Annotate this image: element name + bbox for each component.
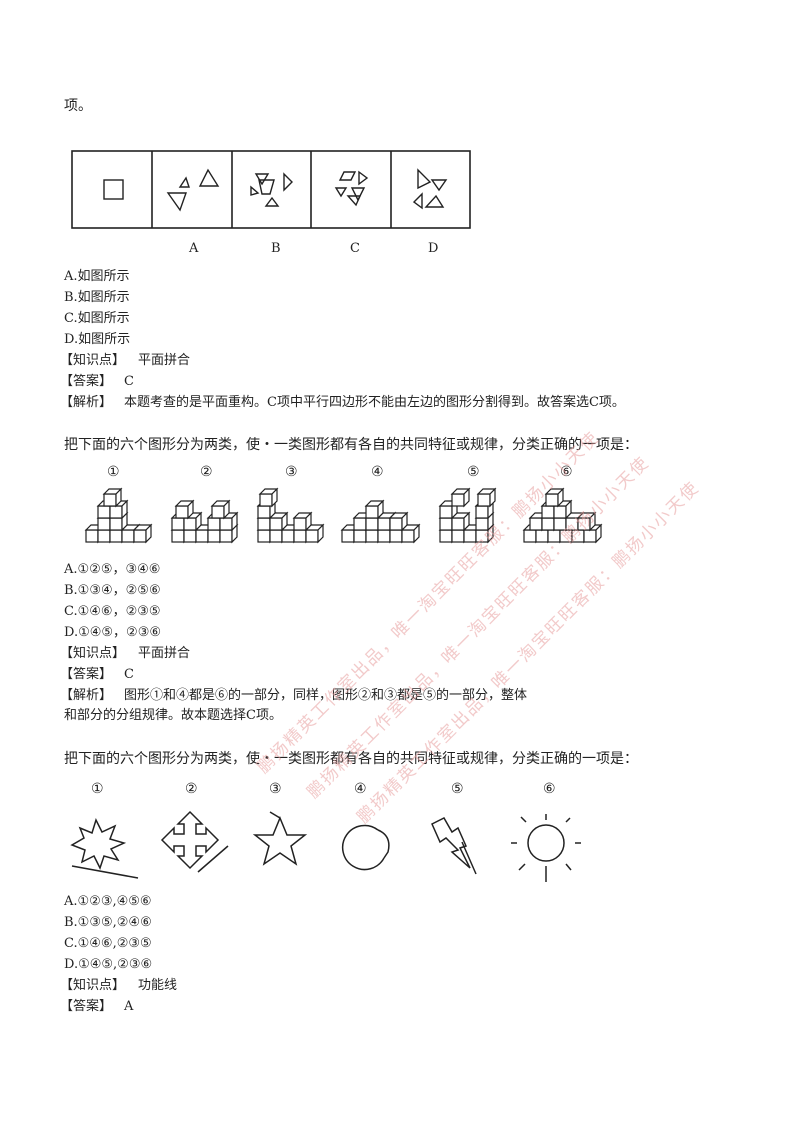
q2-figure-number-1: ① — [107, 464, 120, 480]
q3-figure-4-circle — [341, 824, 390, 871]
q3-figure-6-sun — [511, 814, 581, 882]
q3-answer-label: 【答案】 — [60, 999, 113, 1014]
q3-figure-2-arrows — [160, 810, 229, 873]
q1-letter-b: B — [271, 241, 281, 256]
q2-knowledge-value: 平面拼合 — [138, 646, 191, 661]
q2-option-b: B.①③④，②⑤⑥ — [64, 583, 161, 598]
q1-option-d-pieces — [412, 168, 448, 210]
q3-figure-number-1: ① — [91, 781, 104, 797]
q2-answer-value: C — [124, 667, 134, 682]
q2-figure-number-2: ② — [200, 464, 213, 480]
q1-option-a: A.如图所示 — [64, 269, 130, 284]
q3-option-d: D.①④⑤,②③⑥ — [64, 957, 153, 972]
q1-option-c-pieces — [334, 170, 369, 207]
q3-option-c: C.①④⑥,②③⑤ — [64, 936, 152, 951]
q3-figure-number-5: ⑤ — [451, 781, 464, 797]
q3-figure-1-burst — [70, 817, 139, 879]
q2-figure-number-4: ④ — [371, 464, 384, 480]
q1-option-c: C.如图所示 — [64, 311, 130, 326]
q2-figure-number-3: ③ — [285, 464, 298, 480]
q1-strip-frame — [71, 150, 471, 229]
q1-knowledge-value: 平面拼合 — [138, 353, 191, 368]
q2-answer-label: 【答案】 — [60, 667, 113, 682]
q3-figure-number-2: ② — [185, 781, 198, 797]
q1-letter-d: D — [428, 241, 439, 256]
q2-stem: 把下面的六个图形分为两类，使・一类图形都有各自的共同特征或规律，分类正确的一项是… — [64, 437, 638, 453]
q1-option-d: D.如图所示 — [64, 332, 131, 347]
q1-option-b-pieces — [250, 172, 293, 207]
continued-text: 项。 — [64, 98, 92, 114]
q3-figure-5-lightning — [431, 817, 477, 875]
q1-answer-label: 【答案】 — [60, 374, 113, 389]
q2-analysis-label: 【解析】 — [60, 688, 113, 703]
q3-answer-value: A — [124, 999, 134, 1014]
q2-analysis-line1: 图形①和④都是⑥的一部分，同样，图形②和③都是⑤的一部分，整体 — [124, 688, 528, 703]
q2-option-d: D.①④⑤，②③⑥ — [64, 625, 162, 640]
q1-square-shape — [103, 179, 124, 200]
q3-option-b: B.①③⑤,②④⑥ — [64, 915, 152, 930]
q1-option-b: B.如图所示 — [64, 290, 130, 305]
q3-knowledge-value: 功能线 — [138, 978, 178, 993]
q1-answer-value: C — [124, 374, 134, 389]
q3-figure-number-3: ③ — [269, 781, 282, 797]
q1-letter-c: C — [350, 241, 360, 256]
q2-option-c: C.①④⑥，②③⑤ — [64, 604, 161, 619]
q2-figure-number-5: ⑤ — [467, 464, 480, 480]
q3-figure-number-6: ⑥ — [543, 781, 556, 797]
q2-knowledge-label: 【知识点】 — [60, 646, 126, 661]
q3-option-a: A.①②③,④⑤⑥ — [64, 894, 152, 909]
q3-figure-3-star — [252, 811, 308, 866]
q2-figure-number-6: ⑥ — [560, 464, 573, 480]
q1-knowledge-label: 【知识点】 — [60, 353, 126, 368]
q2-option-a: A.①②⑤，③④⑥ — [64, 562, 161, 577]
q2-analysis-line2: 和部分的分组规律。故本题选择C项。 — [64, 708, 282, 723]
q1-option-a-pieces — [166, 168, 220, 212]
q3-stem: 把下面的六个图形分为两类，使・一类图形都有各自的共同特征或规律，分类正确的一项是… — [64, 751, 638, 767]
q1-letter-a: A — [189, 241, 199, 256]
q1-analysis-label: 【解析】 — [60, 395, 113, 410]
q3-figure-number-4: ④ — [354, 781, 367, 797]
q3-knowledge-label: 【知识点】 — [60, 978, 126, 993]
q1-analysis-text: 本题考查的是平面重构。C项中平行四边形不能由左边的图形分割得到。故答案选C项。 — [124, 395, 625, 410]
